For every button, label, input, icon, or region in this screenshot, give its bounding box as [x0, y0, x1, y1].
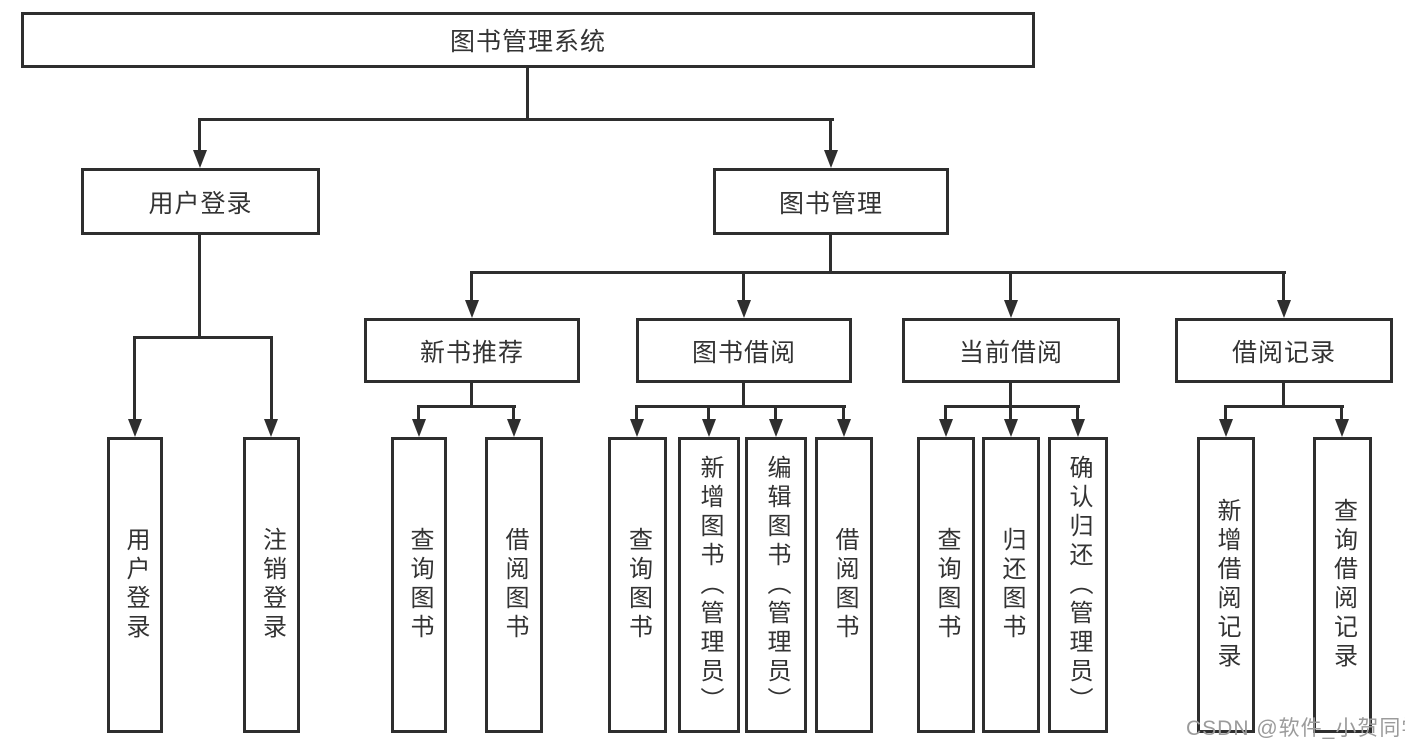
edge-root-split — [198, 118, 834, 121]
leaf-recommend-query-book: 查询图书 — [391, 437, 447, 733]
arrowhead-leaf-login — [128, 419, 142, 437]
edge-records-leaf2-shaft — [1340, 405, 1343, 421]
arrowhead-current-query — [939, 419, 953, 437]
node-borrow-records: 借阅记录 — [1175, 318, 1393, 383]
leaf-logout-label: 注销登录 — [258, 527, 286, 643]
leaf-query-borrow-record: 查询借阅记录 — [1313, 437, 1372, 733]
arrowhead-borrow-book — [837, 419, 851, 437]
edge-records-split — [1224, 405, 1344, 408]
edge-book-borrow-stem — [742, 383, 745, 408]
leaf-return-book-label: 归还图书 — [998, 527, 1025, 643]
arrowhead-return-book — [1004, 419, 1018, 437]
arrowhead-add-book — [702, 419, 716, 437]
leaf-edit-book-admin-label: 编辑图书（管理员） — [763, 454, 790, 716]
leaf-edit-book-admin: 编辑图书（管理员） — [745, 437, 807, 733]
leaf-logout: 注销登录 — [243, 437, 300, 733]
edge-borrow-leaf1-shaft — [635, 405, 638, 421]
edge-current-stem — [1009, 383, 1012, 408]
edge-user-login-split — [133, 336, 273, 339]
leaf-borrow-query-book: 查询图书 — [608, 437, 667, 733]
arrowhead-borrow-query — [630, 419, 644, 437]
edge-book-borrow-split — [635, 405, 846, 408]
leaf-return-book: 归还图书 — [982, 437, 1040, 733]
edge-borrow-leaf3-shaft — [774, 405, 777, 421]
node-book-management: 图书管理 — [713, 168, 949, 235]
edge-current-leaf1-shaft — [944, 405, 947, 421]
edge-to-book-borrow-shaft — [742, 271, 745, 302]
leaf-confirm-return-admin: 确认归还（管理员） — [1048, 437, 1108, 733]
arrowhead-current-borrow — [1004, 300, 1018, 318]
arrowhead-new-book-recommend — [465, 300, 479, 318]
arrowhead-borrow-records — [1277, 300, 1291, 318]
edge-to-borrow-records-shaft — [1282, 271, 1285, 302]
node-book-borrow: 图书借阅 — [636, 318, 852, 383]
leaf-query-borrow-record-label: 查询借阅记录 — [1329, 498, 1357, 672]
node-new-book-recommend: 新书推荐 — [364, 318, 580, 383]
arrowhead-recommend-query — [412, 419, 426, 437]
edge-recommend-stem — [470, 383, 473, 408]
arrowhead-confirm-return — [1071, 419, 1085, 437]
leaf-recommend-query-book-label: 查询图书 — [406, 527, 433, 643]
edge-borrow-leaf4-shaft — [842, 405, 845, 421]
arrowhead-book-borrow — [737, 300, 751, 318]
arrowhead-user-login — [193, 150, 207, 168]
edge-to-leaf-logout-shaft — [270, 336, 273, 421]
edge-book-management-stem — [829, 235, 832, 274]
edge-current-leaf3-shaft — [1076, 405, 1079, 421]
edge-to-recommend-shaft — [470, 271, 473, 302]
edge-records-leaf1-shaft — [1224, 405, 1227, 421]
edge-borrow-leaf2-shaft — [707, 405, 710, 421]
edge-recommend-split — [417, 405, 516, 408]
leaf-recommend-borrow-book: 借阅图书 — [485, 437, 543, 733]
node-current-borrow: 当前借阅 — [902, 318, 1120, 383]
edge-to-current-borrow-shaft — [1009, 271, 1012, 302]
edge-to-user-login-shaft — [198, 118, 201, 152]
leaf-borrow-book: 借阅图书 — [815, 437, 873, 733]
arrowhead-leaf-logout — [264, 419, 278, 437]
arrowhead-book-management — [824, 150, 838, 168]
leaf-add-book-admin-label: 新增图书（管理员） — [696, 454, 723, 716]
arrowhead-query-record — [1335, 419, 1349, 437]
leaf-add-borrow-record-label: 新增借阅记录 — [1213, 498, 1240, 672]
edge-current-split — [944, 405, 1080, 408]
edge-user-login-stem — [198, 235, 201, 339]
leaf-recommend-borrow-book-label: 借阅图书 — [501, 527, 528, 643]
edge-root-stem — [526, 67, 529, 121]
csdn-watermark: CSDN @软件_小贺同学 — [1186, 717, 1405, 740]
arrowhead-add-record — [1219, 419, 1233, 437]
leaf-current-query-book-label: 查询图书 — [933, 527, 960, 643]
edge-recommend-leaf2-shaft — [512, 405, 515, 421]
edge-recommend-leaf1-shaft — [417, 405, 420, 421]
leaf-current-query-book: 查询图书 — [917, 437, 975, 733]
leaf-add-book-admin: 新增图书（管理员） — [678, 437, 740, 733]
edge-current-leaf2-shaft — [1009, 405, 1012, 421]
leaf-borrow-book-label: 借阅图书 — [831, 527, 858, 643]
leaf-user-login-label: 用户登录 — [122, 527, 149, 643]
arrowhead-edit-book — [769, 419, 783, 437]
node-user-login: 用户登录 — [81, 168, 320, 235]
edge-level3-split — [470, 271, 1286, 274]
leaf-confirm-return-admin-label: 确认归还（管理员） — [1065, 454, 1092, 716]
edge-records-stem — [1282, 383, 1285, 408]
node-root-library-system: 图书管理系统 — [21, 12, 1035, 68]
leaf-user-login: 用户登录 — [107, 437, 163, 733]
leaf-borrow-query-book-label: 查询图书 — [624, 527, 652, 643]
leaf-add-borrow-record: 新增借阅记录 — [1197, 437, 1255, 733]
arrowhead-recommend-borrow — [507, 419, 521, 437]
edge-to-leaf-login-shaft — [133, 336, 136, 421]
edge-to-book-management-shaft — [829, 118, 832, 152]
